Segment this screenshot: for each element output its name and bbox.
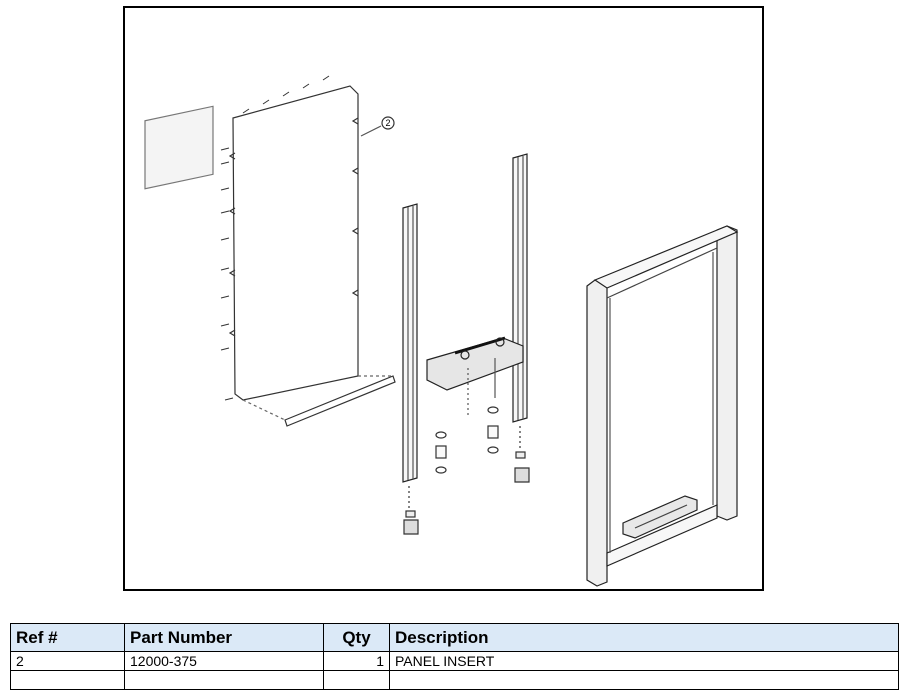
- exploded-assembly-diagram: 2: [144, 75, 739, 587]
- frame-right-post: [716, 225, 738, 521]
- screws-left: [220, 147, 234, 401]
- right-upright: [512, 153, 528, 423]
- hardware-left: [403, 431, 447, 535]
- exploded-diagram-frame: 2: [123, 6, 764, 591]
- header-ref: Ref #: [10, 623, 125, 652]
- bottom-rail: [284, 375, 396, 427]
- frame-top-rail: [593, 225, 739, 289]
- cell-qty: 1: [323, 651, 390, 671]
- cell-ref: 2: [10, 651, 125, 671]
- frame-bottom-rail: [606, 504, 718, 567]
- header-description: Description: [389, 623, 899, 652]
- table-row-partial: [10, 670, 899, 690]
- cell-description: PANEL INSERT: [389, 651, 899, 671]
- header-qty: Qty: [323, 623, 390, 652]
- callout-number: 2: [385, 118, 390, 128]
- table-header-row: Ref # Part Number Qty Description: [10, 623, 899, 652]
- table-row: 2 12000-375 1 PANEL INSERT: [10, 651, 899, 671]
- cell-part-number: 12000-375: [124, 651, 324, 671]
- header-part-number: Part Number: [124, 623, 324, 652]
- label-sheet: [144, 105, 214, 190]
- hardware-right: [487, 406, 530, 483]
- screws-top: [242, 75, 330, 114]
- panel-insert: [232, 85, 359, 401]
- parts-table: Ref # Part Number Qty Description 2 1200…: [10, 623, 899, 690]
- frame-left-post: [586, 279, 608, 587]
- left-upright: [402, 203, 418, 483]
